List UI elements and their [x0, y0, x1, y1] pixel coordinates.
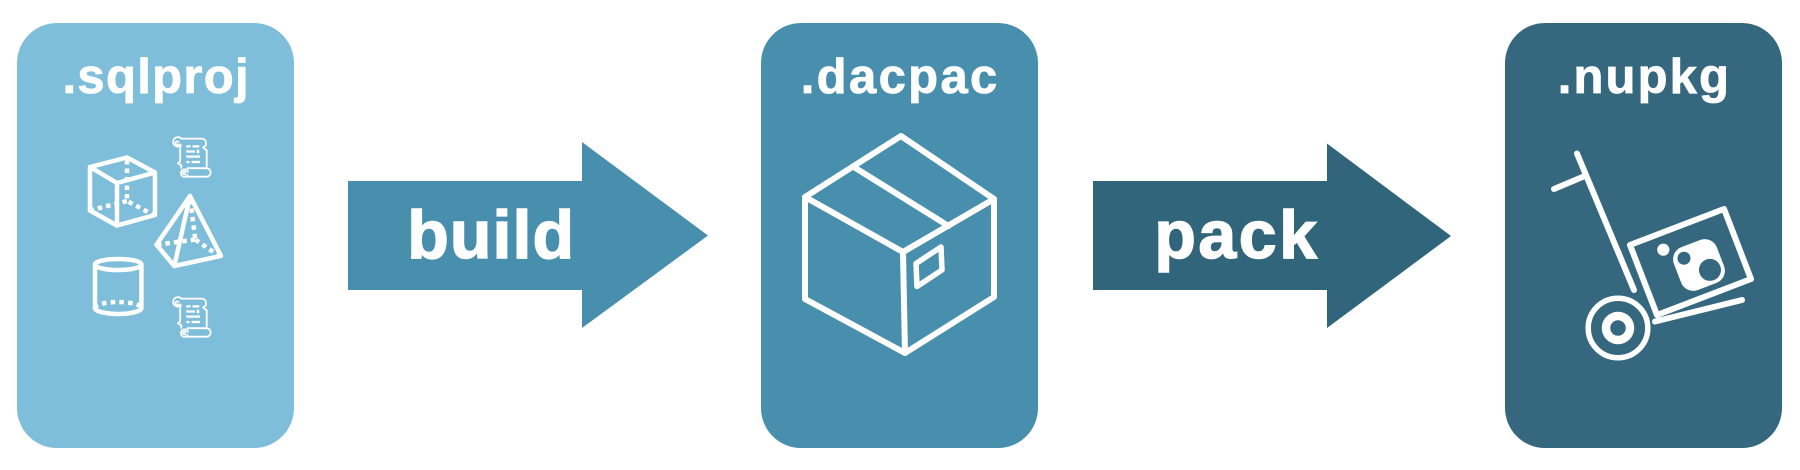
svg-text:.dacpac: .dacpac	[801, 50, 1000, 104]
svg-text:.nupkg: .nupkg	[1558, 50, 1731, 104]
svg-text:.sqlproj: .sqlproj	[63, 50, 250, 104]
svg-text:pack: pack	[1154, 197, 1319, 273]
svg-text:build: build	[407, 197, 575, 273]
